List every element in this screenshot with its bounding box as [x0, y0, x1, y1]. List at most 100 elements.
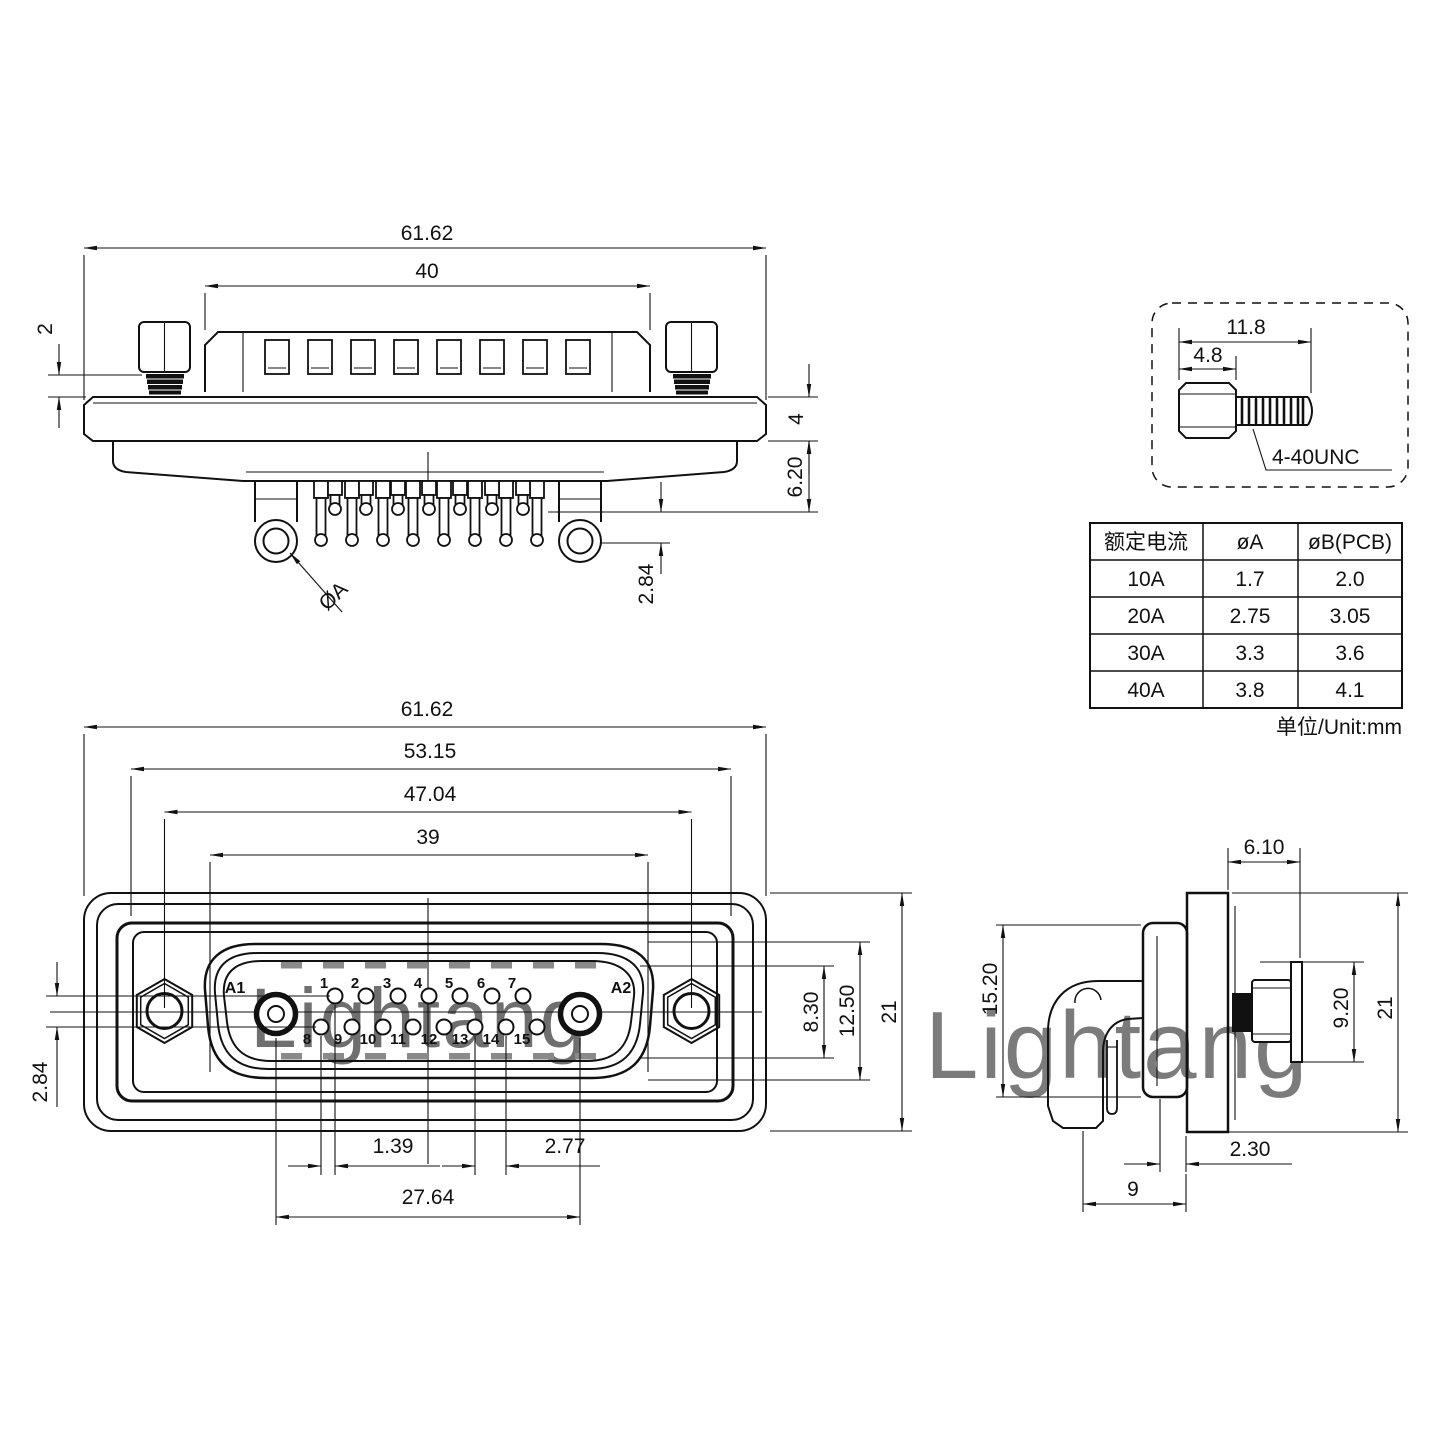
- pin-label: 7: [508, 975, 516, 992]
- pin-label: 10: [360, 1031, 377, 1048]
- table-row: 30A 3.3 3.6: [1127, 642, 1364, 665]
- dim-front-bottom: 1.39 2.77 27.64: [275, 1005, 600, 1225]
- table-header-current: 额定电流: [1104, 531, 1188, 554]
- dim-rear-overall-width: 61.62: [83, 222, 767, 400]
- pin-label: 5: [445, 975, 453, 992]
- power-contact-a2: A2: [557, 980, 632, 1037]
- dim-label: 39: [416, 826, 439, 849]
- dim-rear-power-pin-dia: ØA: [289, 552, 353, 616]
- cell: 3.05: [1330, 605, 1371, 628]
- pin-label: 2: [351, 975, 359, 992]
- pin-label: 9: [334, 1031, 342, 1048]
- dim-front-overall-width: 61.62: [83, 698, 767, 896]
- d-shell-mid: [213, 952, 645, 1070]
- dim-rear-insulator-depth: 6.20: [548, 440, 818, 513]
- hex-nut-left: [135, 977, 194, 1045]
- screw-drawing: [1178, 382, 1313, 439]
- signal-pins-row1: 1 2 3 4 5 6 7: [320, 975, 532, 1005]
- table-header-dia-a: øA: [1237, 531, 1264, 554]
- cell: 40A: [1127, 679, 1164, 702]
- dim-label: 6.20: [784, 457, 807, 498]
- signal-pins-row2: 8 9 10 11 12 13 14 15: [303, 1018, 546, 1048]
- dim-label: 21: [1374, 996, 1397, 1019]
- pin-label: 4: [414, 975, 423, 992]
- dim-label: 61.62: [401, 222, 454, 245]
- cell: 4.1: [1335, 679, 1364, 702]
- dim-label: 9.20: [1330, 988, 1353, 1029]
- rear-view: 61.62 40 2 4 6.20: [34, 222, 818, 615]
- side-bracket: [1047, 980, 1144, 1129]
- dim-side-bracket-height: 15.20: [979, 924, 1141, 1098]
- dim-front-mount-hole-spacing: 47.04: [163, 783, 693, 1008]
- rear-flange: [83, 396, 767, 442]
- rear-shroud-outline: [204, 331, 651, 392]
- power-pin-label-a2: A2: [611, 980, 632, 997]
- side-screw-nut-plate: [1290, 961, 1303, 1063]
- thread-spec-label: 4-40UNC: [1272, 446, 1360, 469]
- dim-label: 15.20: [979, 963, 1002, 1016]
- dim-label: 53.15: [404, 740, 457, 763]
- shell-tabs-top: [281, 962, 596, 969]
- dim-label: 9: [1127, 1178, 1139, 1201]
- dim-label: 40: [415, 260, 438, 283]
- dim-front-flange-height: 21: [770, 892, 912, 1132]
- dim-side-screw-protrusion: 6.10: [1227, 836, 1301, 958]
- dim-front-flange-step-width: 53.15: [130, 740, 732, 916]
- side-pcb-pin: [1106, 1040, 1118, 1115]
- rear-power-terminal-right: [558, 481, 602, 563]
- cell: 2.75: [1230, 605, 1271, 628]
- pin-label: 3: [383, 975, 391, 992]
- rear-insulator: [112, 441, 738, 482]
- cell: 3.6: [1335, 642, 1364, 665]
- dim-label: 2.30: [1230, 1138, 1271, 1161]
- dim-label: 1.39: [373, 1135, 414, 1158]
- dim-label: 4.8: [1193, 344, 1222, 367]
- pin-label: 8: [303, 1031, 311, 1048]
- cell: 2.0: [1335, 568, 1364, 591]
- side-jackscrew: [1232, 961, 1303, 1063]
- thread-spec-callout: 4-40UNC: [1252, 428, 1392, 471]
- dim-label: 6.10: [1244, 836, 1285, 859]
- dim-front-shell-height: 12.50: [648, 941, 870, 1081]
- dim-side-leg-offset: 9: [1082, 1131, 1187, 1212]
- dim-label: 27.64: [402, 1186, 455, 1209]
- dim-rear-pin-tip-offset: 2.84: [600, 482, 670, 604]
- dim-front-half-pitch: 1.39: [288, 1135, 440, 1169]
- dim-label: 4: [785, 413, 808, 425]
- pin-label: 12: [421, 1031, 438, 1048]
- cell: 3.8: [1235, 679, 1264, 702]
- dim-rear-insert-width: 40: [204, 260, 651, 330]
- dim-front-insert-height: 8.30: [640, 965, 834, 1059]
- pin-label: 11: [390, 1031, 406, 1048]
- detail-box: [1151, 302, 1409, 488]
- table-row: 20A 2.75 3.05: [1127, 605, 1370, 628]
- dim-label: 2.77: [545, 1135, 586, 1158]
- cell: 20A: [1127, 605, 1164, 628]
- dim-label: ØA: [315, 578, 353, 616]
- dim-label: 8.30: [800, 992, 823, 1033]
- side-shell: [1141, 921, 1189, 1099]
- cell: 3.3: [1235, 642, 1264, 665]
- pin-label: 6: [477, 975, 485, 992]
- table-row: 40A 3.8 4.1: [1127, 679, 1364, 702]
- pin-label: 15: [514, 1031, 531, 1048]
- dim-label: 61.62: [401, 698, 454, 721]
- rear-jackscrew-right: [665, 321, 718, 395]
- cell: 1.7: [1235, 568, 1264, 591]
- cell: 10A: [1127, 568, 1164, 591]
- unit-note: 单位/Unit:mm: [1276, 716, 1402, 739]
- power-contact-a1: A1: [225, 980, 299, 1037]
- front-view: A1 A2 1 2 3 4 5 6 7 8 9 10 11 12 13 14 1…: [29, 698, 912, 1225]
- dim-label: 12.50: [836, 985, 859, 1038]
- dim-label: 47.04: [404, 783, 457, 806]
- dim-label: 2.84: [635, 563, 658, 604]
- dim-front-pin-pitch: 2.77: [442, 1135, 600, 1169]
- table-header-dia-b: øB(PCB): [1308, 531, 1392, 554]
- rear-power-terminal-left: [254, 481, 298, 563]
- watermark-text: Lightang: [250, 971, 588, 1065]
- dim-label: 2.84: [29, 1061, 52, 1102]
- dim-side-flange-height: 21: [1228, 892, 1408, 1133]
- rear-signal-pins: [313, 480, 545, 547]
- screw-detail: 11.8 4.8 4-40UNC: [1151, 302, 1409, 488]
